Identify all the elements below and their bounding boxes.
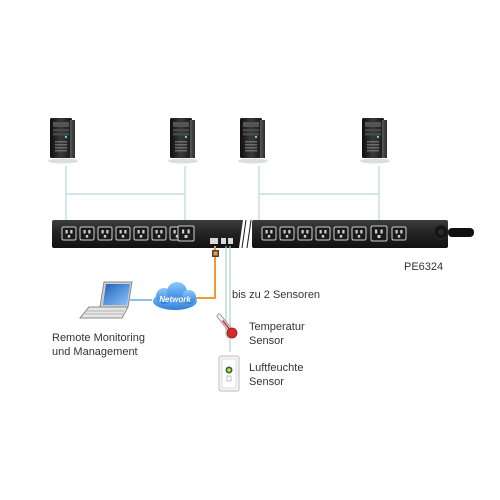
server-tower-icon — [168, 118, 198, 164]
pdu-bar-left — [52, 220, 244, 248]
temperature-sensor-label: Temperatur Sensor — [249, 320, 305, 348]
model-label: PE6324 — [404, 261, 444, 273]
temperature-line-1: Temperatur — [249, 321, 305, 333]
server-tower-icon — [360, 118, 390, 164]
power-cables — [65, 166, 380, 222]
cloud-icon: Network — [153, 282, 197, 310]
sensors-note: bis zu 2 Sensoren — [232, 289, 321, 301]
server-tower-icon — [48, 118, 78, 164]
pdu-bar-right — [252, 220, 448, 248]
thermometer-icon — [216, 313, 238, 339]
power-plug-icon — [433, 224, 474, 240]
remote-line-2: und Management — [52, 346, 138, 358]
humidity-sensor-label: Luftfeuchte Sensor — [249, 361, 303, 389]
humidity-line-1: Luftfeuchte — [249, 362, 304, 374]
remote-monitoring-label: Remote Monitoring und Management — [52, 331, 145, 359]
humidity-sensor-icon — [218, 355, 240, 392]
laptop-icon — [78, 281, 133, 319]
pdu-break — [239, 219, 253, 249]
temperature-line-2: Sensor — [249, 335, 284, 347]
server-tower-icon — [238, 118, 268, 164]
network-cable — [196, 246, 219, 299]
remote-line-1: Remote Monitoring — [52, 332, 145, 344]
network-label: Network — [159, 295, 191, 304]
humidity-line-2: Sensor — [249, 376, 284, 388]
